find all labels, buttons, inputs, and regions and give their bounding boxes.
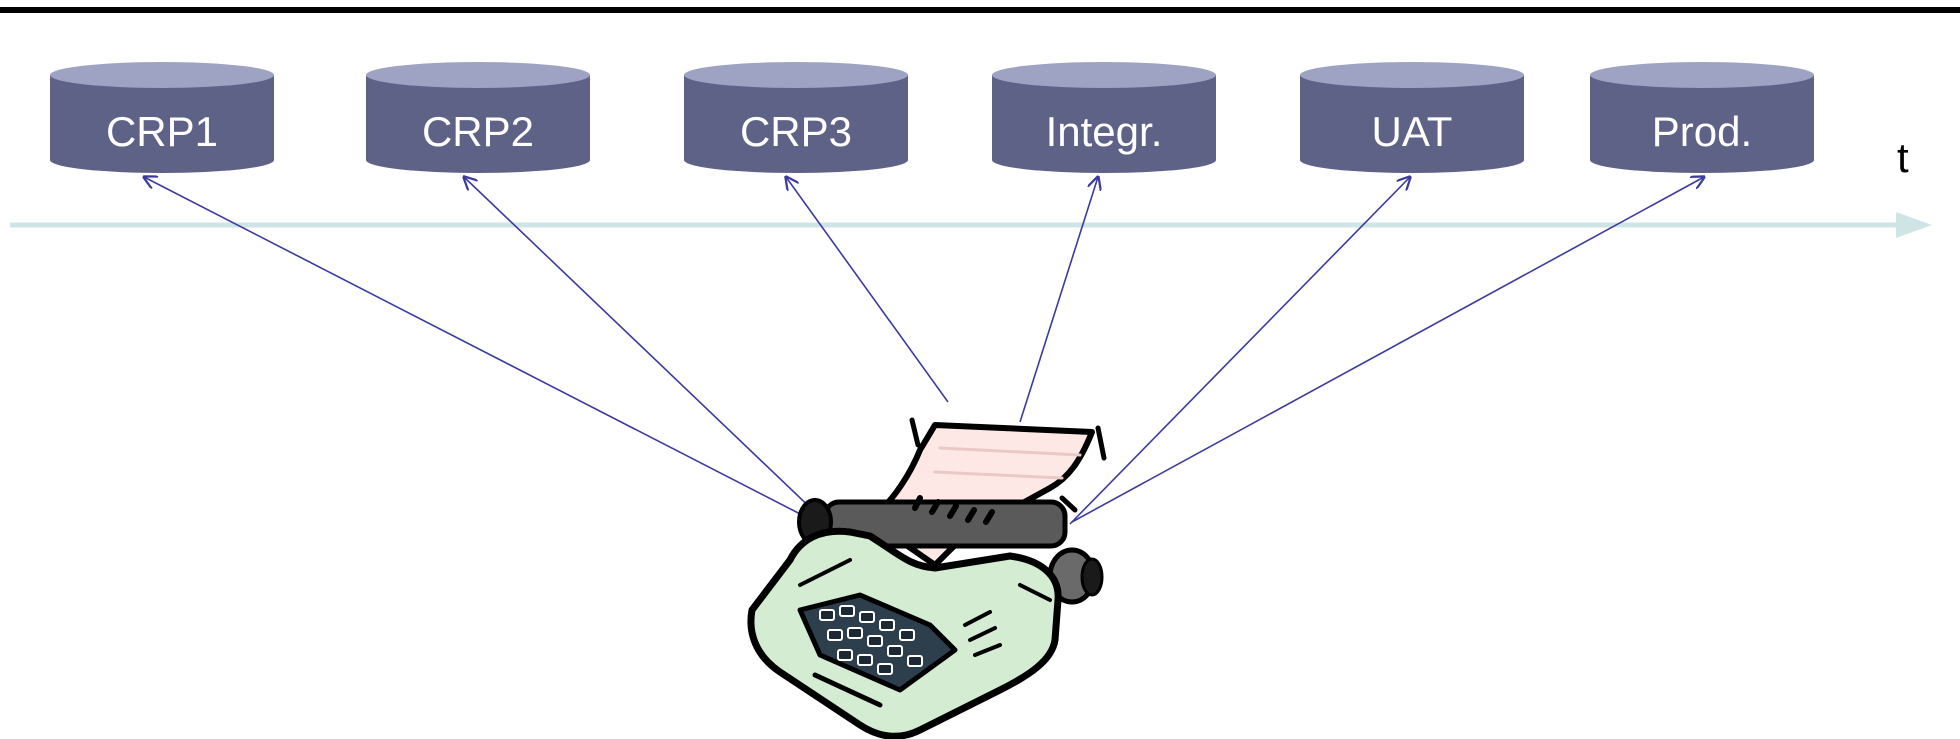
connector-arrow: [1071, 177, 1704, 523]
cylinder-body: [366, 75, 590, 173]
environment-prod: Prod.: [1590, 62, 1814, 173]
connector-arrows: [144, 177, 1704, 525]
connector-arrow: [464, 177, 819, 516]
environment-label: CRP2: [422, 108, 534, 155]
cylinder-top: [1300, 62, 1524, 88]
time-axis-label: t: [1897, 134, 1909, 181]
environment-crp2: CRP2: [366, 62, 590, 173]
environment-crp3: CRP3: [684, 62, 908, 173]
connector-arrow: [786, 177, 949, 403]
cylinder-body: [684, 75, 908, 173]
top-rule: [0, 7, 1960, 13]
cylinder-top: [366, 62, 590, 88]
connector-arrow: [144, 177, 809, 519]
cylinder-top: [684, 62, 908, 88]
environment-integr: Integr.: [992, 62, 1216, 173]
environment-label: Prod.: [1652, 108, 1752, 155]
cylinder-body: [1590, 75, 1814, 173]
environment-label: CRP1: [106, 108, 218, 155]
cylinder-body: [1300, 75, 1524, 173]
connector-arrow: [1069, 177, 1410, 525]
cylinder-body: [50, 75, 274, 173]
environment-databases: CRP1 CRP2 CRP3 Integr. UAT Prod.: [50, 62, 1814, 173]
cylinder-top: [1590, 62, 1814, 88]
cylinder-body: [992, 75, 1216, 173]
typewriter-icon: [747, 417, 1107, 739]
environment-label: Integr.: [1046, 108, 1163, 155]
timeline-arrow: [10, 212, 1932, 238]
environment-label: CRP3: [740, 108, 852, 155]
cylinder-top: [50, 62, 274, 88]
environment-label: UAT: [1372, 108, 1453, 155]
connector-arrow: [1019, 177, 1098, 423]
environment-uat: UAT: [1300, 62, 1524, 173]
environment-crp1: CRP1: [50, 62, 274, 173]
cylinder-top: [992, 62, 1216, 88]
